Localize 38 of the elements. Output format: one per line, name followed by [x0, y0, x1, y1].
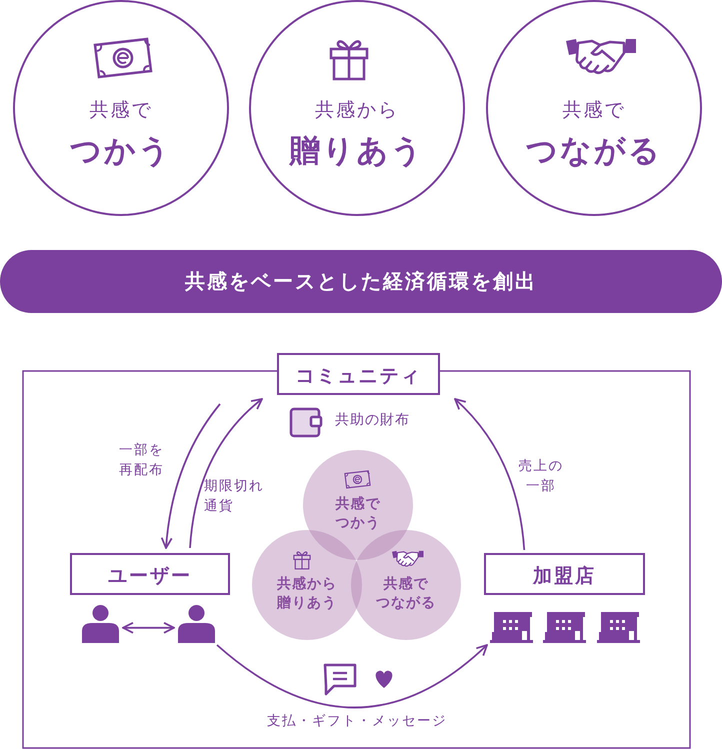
- theme-title: つながる: [525, 132, 663, 171]
- wallet-caption: 共助の財布: [335, 411, 410, 430]
- arrow: [161, 403, 221, 549]
- box-label: コミュニティ: [294, 364, 422, 389]
- theme-title: 贈りあう: [288, 132, 426, 171]
- edge-label: 期限切れ通貨: [204, 477, 265, 516]
- box-label: 加盟店: [532, 564, 597, 589]
- theme-subtitle: 共感で: [562, 98, 626, 123]
- theme-subtitle: 共感で: [88, 98, 154, 123]
- venn-subtitle: 共感で: [334, 495, 382, 513]
- edge-label: 支払・ギフト・メッセージ: [266, 712, 448, 731]
- label-box: [70, 553, 230, 595]
- venn-title: つながる: [375, 594, 437, 612]
- theme-circle: [249, 0, 465, 216]
- venn-subtitle: 共感で: [382, 575, 430, 593]
- edge-label: 売上の一部: [518, 457, 564, 496]
- theme-circle: [13, 0, 229, 216]
- store-building-icon: [490, 612, 533, 643]
- venn-title: 贈りあう: [276, 594, 338, 612]
- arrow: [189, 398, 263, 548]
- theme-title: つかう: [69, 132, 173, 171]
- banner: [0, 250, 722, 313]
- venn-title: つかう: [334, 514, 382, 532]
- store-building-icon: [543, 612, 586, 643]
- arrow: [454, 398, 526, 550]
- label-box: [484, 553, 645, 595]
- person-icon: [82, 605, 119, 643]
- arrow: [122, 622, 175, 634]
- venn-subtitle: 共感から: [276, 575, 338, 593]
- store-building-icon: [597, 612, 640, 643]
- banner-text: 共感をベースとした経済循環を創出: [184, 268, 538, 295]
- person-icon: [178, 605, 215, 643]
- box-label: ユーザー: [107, 564, 193, 589]
- theme-subtitle: 共感から: [314, 98, 400, 123]
- label-box: [277, 353, 440, 395]
- theme-circle: [486, 0, 702, 216]
- edge-label: 一部を再配布: [118, 441, 164, 480]
- arrow: [216, 644, 488, 708]
